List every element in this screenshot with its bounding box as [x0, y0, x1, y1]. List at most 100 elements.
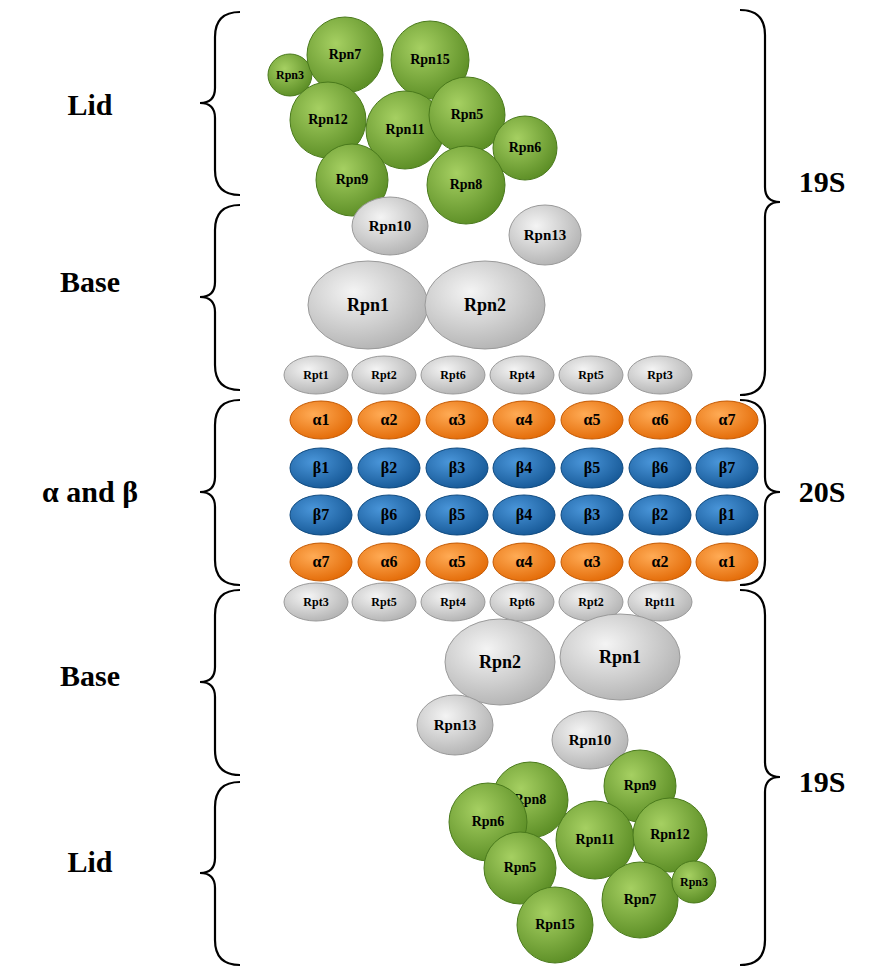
subunit-label: Rpt3 — [647, 369, 672, 381]
subunit-ellipse: α2 — [628, 542, 692, 582]
ellipse-outline — [290, 543, 352, 581]
subunit-label: β2 — [381, 460, 397, 476]
subunit-label: β1 — [313, 460, 329, 476]
ellipse-outline — [426, 495, 488, 535]
subunit-ellipse: α7 — [695, 400, 759, 440]
subunit-label: β6 — [652, 460, 668, 476]
subunit-ellipse: α1 — [695, 542, 759, 582]
subunit-ellipse: Rpt2 — [351, 355, 417, 395]
ellipse-outline — [696, 401, 758, 439]
ellipse-outline — [308, 261, 428, 349]
ellipse-outline — [629, 401, 691, 439]
subunit-label: α1 — [313, 412, 330, 428]
ellipse-outline — [417, 695, 493, 755]
subunit-ellipse: Rpn7 — [306, 16, 384, 94]
ellipse-outline — [284, 583, 348, 621]
ellipse-outline — [561, 543, 623, 581]
subunit-ellipse: β3 — [560, 494, 624, 536]
subunit-label: Rpn1 — [599, 648, 641, 666]
subunit-ellipse: β3 — [425, 447, 489, 489]
ellipse-outline — [358, 401, 420, 439]
subunit-label: Rpn15 — [535, 918, 575, 932]
subunit-label: Rpt2 — [578, 596, 603, 608]
ellipse-outline — [493, 401, 555, 439]
subunit-label: Rpn3 — [276, 69, 304, 81]
subunit-ellipse: Rpt6 — [420, 355, 486, 395]
subunit-label: Rpn13 — [524, 228, 567, 243]
region-label: 19S — [799, 167, 846, 197]
ellipse-outline — [696, 448, 758, 488]
ellipse-outline — [696, 543, 758, 581]
subunit-ellipse: Rpn2 — [424, 260, 546, 350]
ellipse-outline — [426, 448, 488, 488]
ellipse-outline — [561, 495, 623, 535]
subunit-label: Rpn2 — [464, 296, 506, 314]
subunit-label: α3 — [584, 554, 601, 570]
subunit-label: Rpt5 — [371, 596, 396, 608]
subunit-ellipse: Rpt6 — [489, 582, 555, 622]
subunit-label: α6 — [652, 412, 669, 428]
subunit-ellipse: β6 — [628, 447, 692, 489]
subunit-label: β4 — [516, 507, 532, 523]
subunit-label: Rpn9 — [624, 779, 657, 793]
ellipse-outline — [629, 495, 691, 535]
region-label: Lid — [67, 847, 112, 877]
subunit-label: α4 — [516, 412, 533, 428]
subunit-label: Rpn6 — [472, 815, 505, 829]
subunit-label: β3 — [449, 460, 465, 476]
subunit-label: β4 — [516, 460, 532, 476]
ellipse-outline — [628, 356, 692, 394]
subunit-label: Rpt4 — [509, 369, 534, 381]
subunit-label: Rpt1 — [303, 369, 328, 381]
ellipse-outline — [559, 356, 623, 394]
ellipse-outline — [290, 495, 352, 535]
subunit-ellipse: Rpn1 — [307, 260, 429, 350]
ellipse-outline — [560, 614, 680, 700]
subunit-ellipse: Rpn15 — [516, 886, 594, 964]
subunit-ellipse: Rpn10 — [351, 196, 429, 256]
subunit-label: β5 — [449, 507, 465, 523]
subunit-label: Rpn11 — [576, 833, 615, 847]
subunit-label: α7 — [313, 554, 330, 570]
subunit-label: Rpn5 — [504, 861, 537, 875]
ellipse-outline — [307, 17, 383, 93]
ellipse-outline — [427, 146, 505, 224]
subunit-label: Rpt4 — [440, 596, 465, 608]
subunit-label: Rpn12 — [650, 828, 690, 842]
subunit-ellipse: β4 — [492, 494, 556, 536]
ellipse-outline — [290, 401, 352, 439]
subunit-label: Rpn13 — [434, 718, 477, 733]
ellipse-outline — [425, 261, 545, 349]
ellipse-outline — [493, 543, 555, 581]
subunit-ellipse: α5 — [560, 400, 624, 440]
subunit-label: α4 — [516, 554, 533, 570]
subunit-label: Rpn1 — [347, 296, 389, 314]
ellipse-outline — [561, 448, 623, 488]
subunit-label: Rpt3 — [303, 596, 328, 608]
subunit-ellipse: Rpt4 — [420, 582, 486, 622]
subunit-label: Rpn9 — [336, 173, 369, 187]
ellipse-outline — [517, 887, 593, 963]
subunit-label: β3 — [584, 507, 600, 523]
subunit-label: Rpt11 — [645, 596, 676, 608]
subunit-label: Rpn3 — [680, 876, 708, 888]
region-label: 20S — [799, 477, 846, 507]
subunit-ellipse: β2 — [357, 447, 421, 489]
subunit-label: β1 — [719, 507, 735, 523]
subunit-ellipse: β6 — [357, 494, 421, 536]
subunit-ellipse: α5 — [425, 542, 489, 582]
subunit-label: Rpt6 — [509, 596, 534, 608]
subunit-label: Rpn2 — [479, 653, 521, 671]
ellipse-outline — [358, 543, 420, 581]
ellipse-outline — [358, 495, 420, 535]
ellipse-outline — [490, 583, 554, 621]
subunit-label: Rpt5 — [578, 369, 603, 381]
subunit-label: Rpt2 — [371, 369, 396, 381]
region-label: Base — [60, 661, 120, 691]
ellipse-outline — [352, 583, 416, 621]
subunit-ellipse: α7 — [289, 542, 353, 582]
subunit-label: Rpn6 — [509, 141, 542, 155]
subunit-label: Rpt6 — [440, 369, 465, 381]
subunit-ellipse: Rpn7 — [601, 861, 679, 939]
ellipse-outline — [421, 356, 485, 394]
